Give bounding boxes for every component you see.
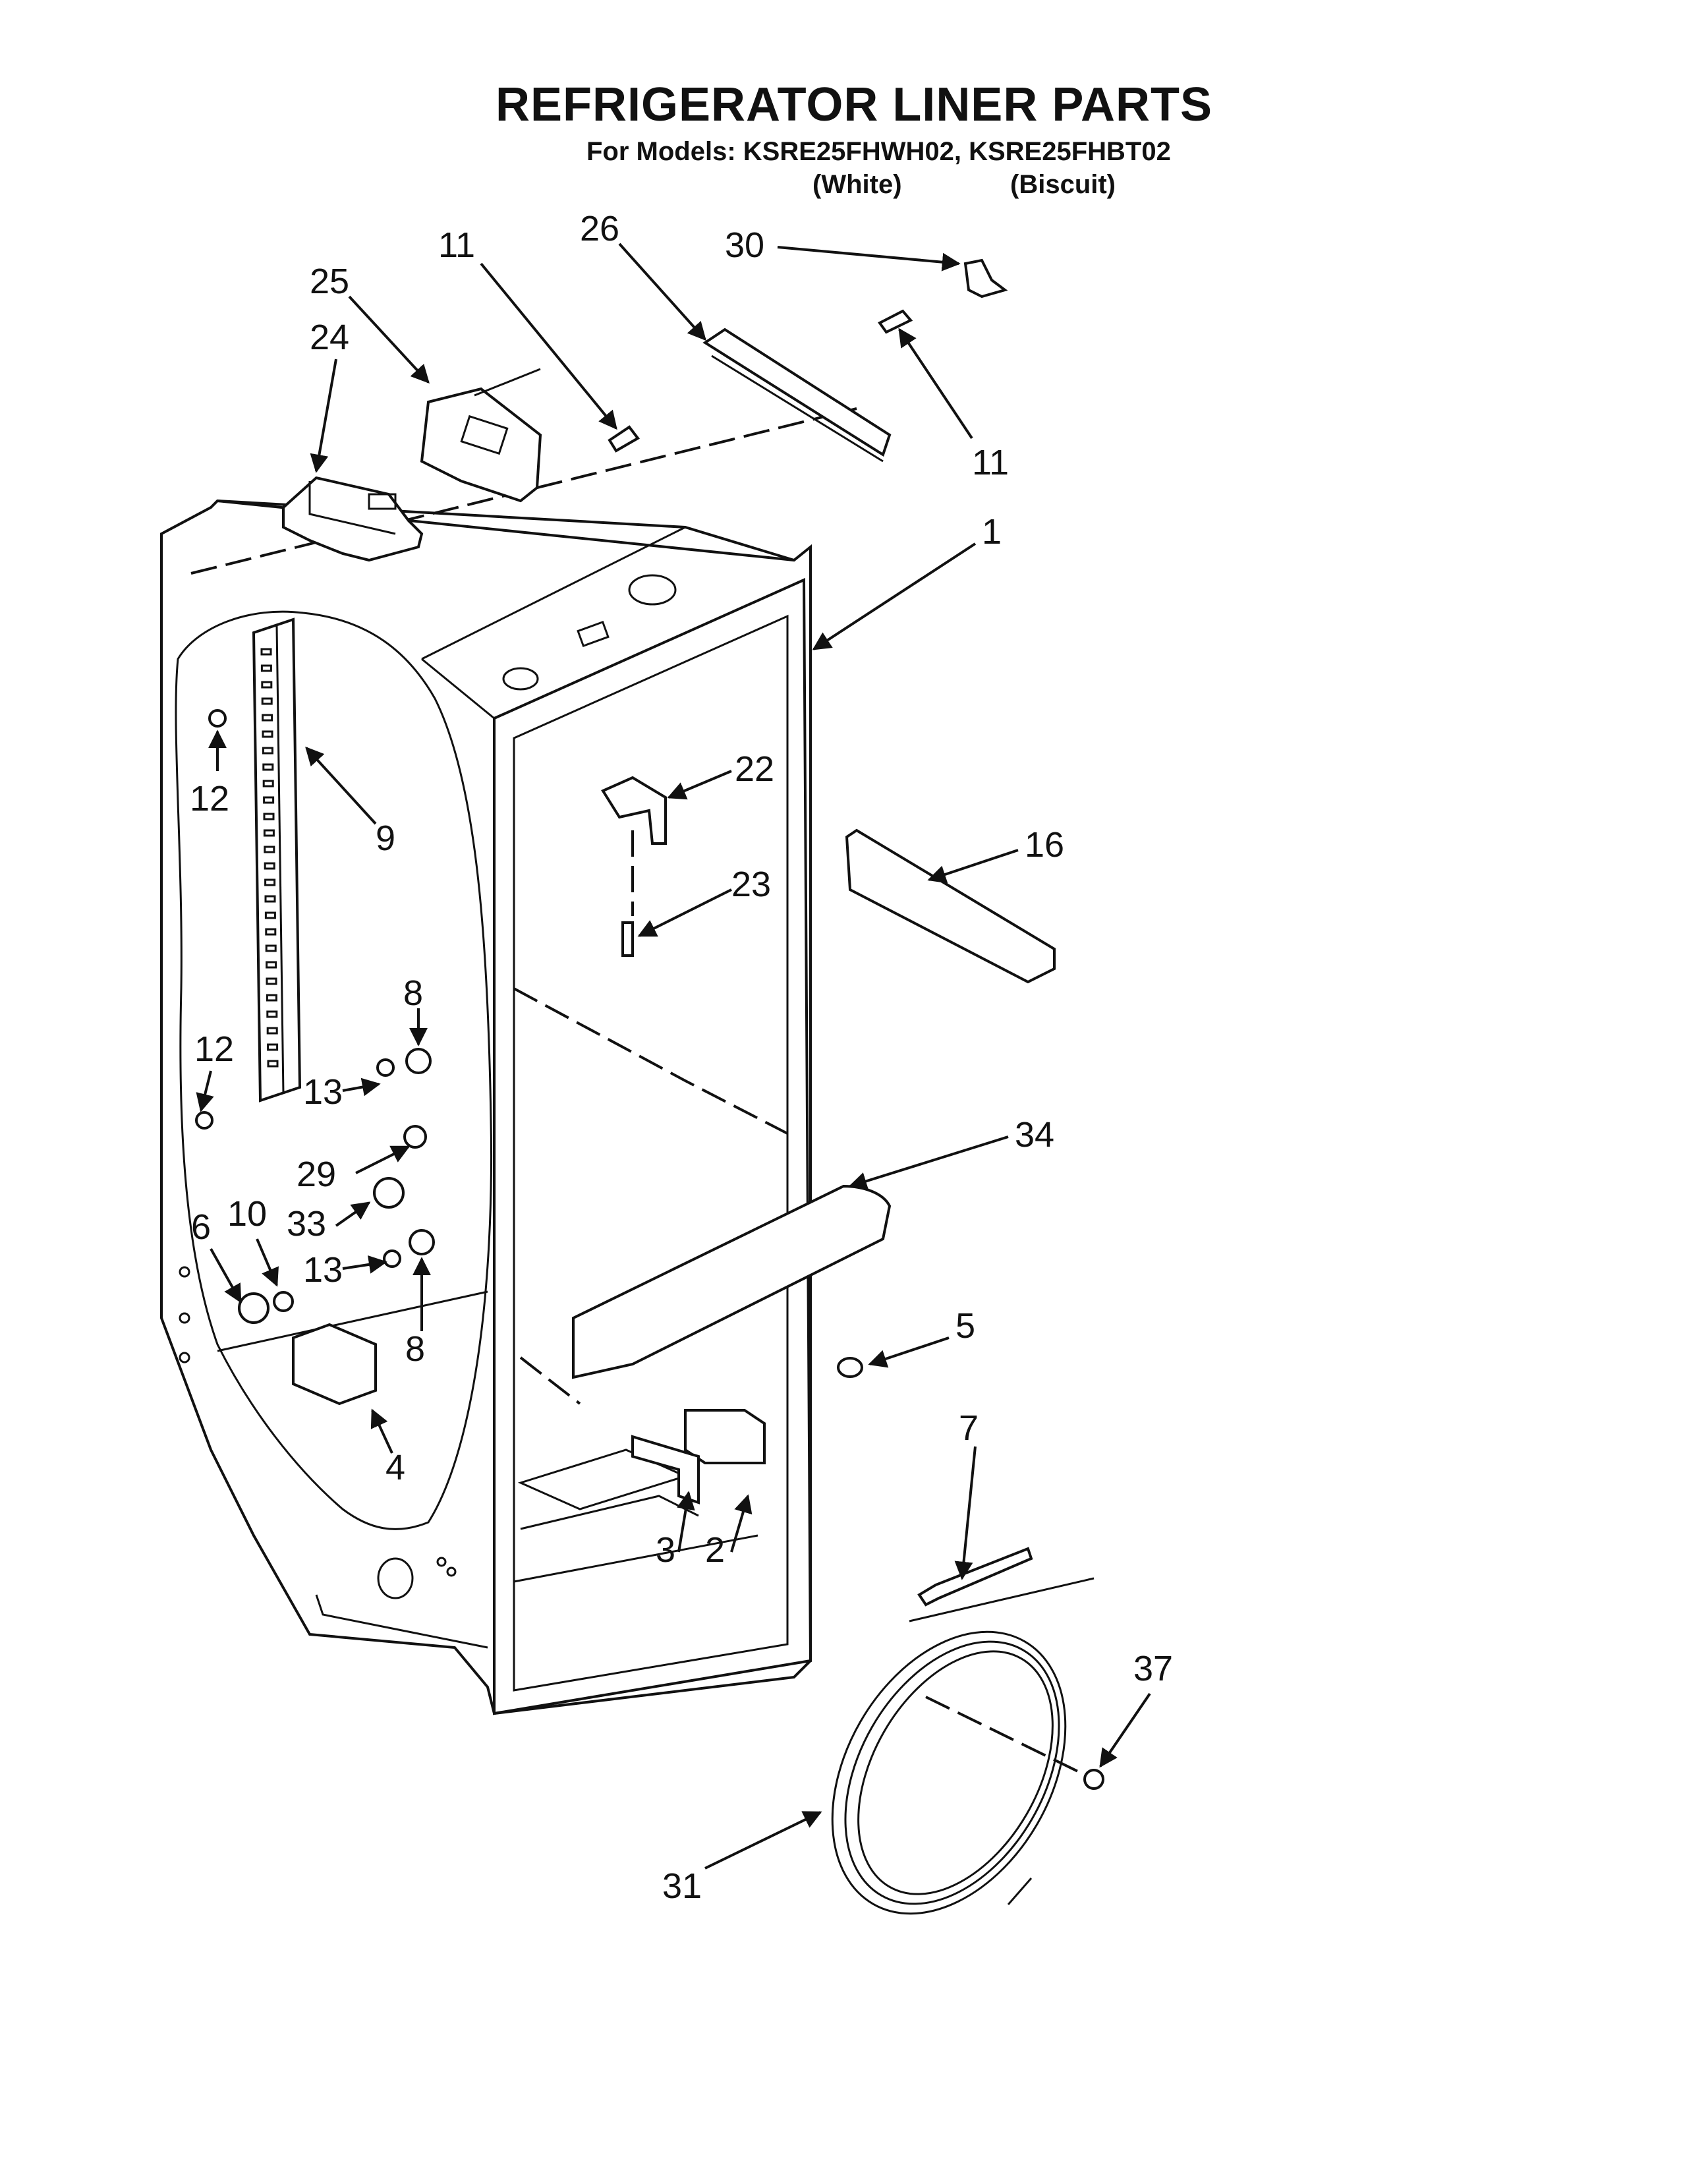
rail-slot (265, 928, 277, 936)
screw-13b (383, 1249, 401, 1268)
rail-slot (263, 813, 275, 820)
callout-label-10: 10 (227, 1194, 267, 1234)
variant-biscuit: (Biscuit) (1010, 170, 1116, 199)
water-tubing-31 (831, 1577, 1095, 1915)
shelf-ladder-rail (252, 617, 302, 1103)
callout-label-23: 23 (731, 865, 771, 904)
callout-label-8: 8 (403, 973, 423, 1013)
rail-slot (266, 994, 277, 1002)
rail-slot (264, 878, 276, 886)
rail-slot (266, 1010, 278, 1018)
callout-label-33: 33 (287, 1204, 326, 1244)
screw-37 (1083, 1769, 1104, 1790)
rail-slot (262, 730, 273, 738)
callout-label-4: 4 (385, 1448, 405, 1487)
callout-label-13: 13 (303, 1072, 343, 1112)
rail-slot (266, 1027, 278, 1035)
top-rail (702, 328, 892, 463)
screw-11a (608, 425, 640, 453)
screw-11b (878, 309, 913, 334)
grommet-5 (837, 1357, 863, 1378)
callout-label-5: 5 (955, 1306, 975, 1346)
rail-slot (266, 961, 277, 969)
bulb-33 (373, 1177, 405, 1209)
callout-label-1: 1 (982, 512, 1002, 552)
callout-label-16: 16 (1025, 825, 1064, 865)
bracket-2 (684, 1409, 766, 1464)
callout-label-31: 31 (662, 1866, 702, 1906)
page-title: REFRIGERATOR LINER PARTS (495, 78, 1213, 131)
screw-12b (195, 1111, 214, 1130)
callout-label-3: 3 (656, 1530, 675, 1570)
rail-slot (264, 895, 276, 903)
rail-slot (262, 763, 274, 771)
screw-23 (621, 921, 634, 957)
cable-tie-7 (917, 1547, 1033, 1607)
callout-label-24: 24 (310, 318, 349, 357)
knob-6 (238, 1292, 270, 1324)
callout-label-26: 26 (580, 209, 619, 248)
rail-slot (263, 829, 275, 837)
rail-slot (263, 796, 275, 804)
rail-slot (261, 697, 273, 705)
callout-label-12: 12 (194, 1029, 234, 1069)
callout-label-11: 11 (438, 225, 475, 265)
callout-label-34: 34 (1015, 1115, 1054, 1155)
bushing-8b (409, 1229, 435, 1255)
callout-label-11: 11 (972, 443, 1009, 482)
callout-label-7: 7 (959, 1408, 979, 1448)
callout-label-30: 30 (725, 225, 764, 265)
rail-slot (267, 1043, 279, 1051)
callout-label-8: 8 (405, 1329, 425, 1369)
callout-label-29: 29 (297, 1155, 336, 1194)
models-subtitle: For Models: KSRE25FHWH02, KSRE25FHBT02 (586, 137, 1171, 166)
callout-label-9: 9 (376, 818, 395, 858)
rail-slot (264, 846, 275, 853)
bracket-22 (601, 776, 667, 845)
callout-label-37: 37 (1133, 1649, 1173, 1688)
vent-4 (292, 1323, 377, 1406)
mounting-bracket (420, 368, 542, 503)
control-housing (282, 476, 424, 562)
rail-slot (262, 780, 274, 788)
channel-16 (845, 828, 1056, 984)
rail-slot (260, 648, 272, 656)
socket-29 (403, 1125, 427, 1149)
callout-label-6: 6 (191, 1207, 211, 1247)
clip-part (963, 258, 1008, 299)
variant-white: (White) (812, 170, 902, 199)
callout-label-13: 13 (303, 1250, 343, 1290)
cap-10 (273, 1291, 294, 1312)
callout-labels: 1234567889101111121213131622232425262930… (190, 209, 1173, 1906)
cover-34 (572, 1184, 892, 1379)
rail-slot (264, 862, 275, 870)
rail-slot (262, 747, 273, 755)
bushing-8a (405, 1048, 432, 1074)
callout-label-2: 2 (705, 1530, 725, 1570)
callout-label-25: 25 (310, 262, 349, 301)
screw-13a (376, 1058, 395, 1077)
callout-label-22: 22 (735, 749, 774, 789)
screw-12a (208, 709, 227, 728)
rail-slot (267, 1060, 279, 1068)
rail-slot (266, 977, 277, 985)
rail-slot (264, 911, 276, 919)
rail-slot (260, 664, 272, 672)
rail-slot (261, 681, 273, 689)
callout-label-12: 12 (190, 779, 229, 818)
rail-slot (262, 714, 273, 722)
rail-slot (265, 944, 277, 952)
leader-lines (196, 243, 1151, 1870)
